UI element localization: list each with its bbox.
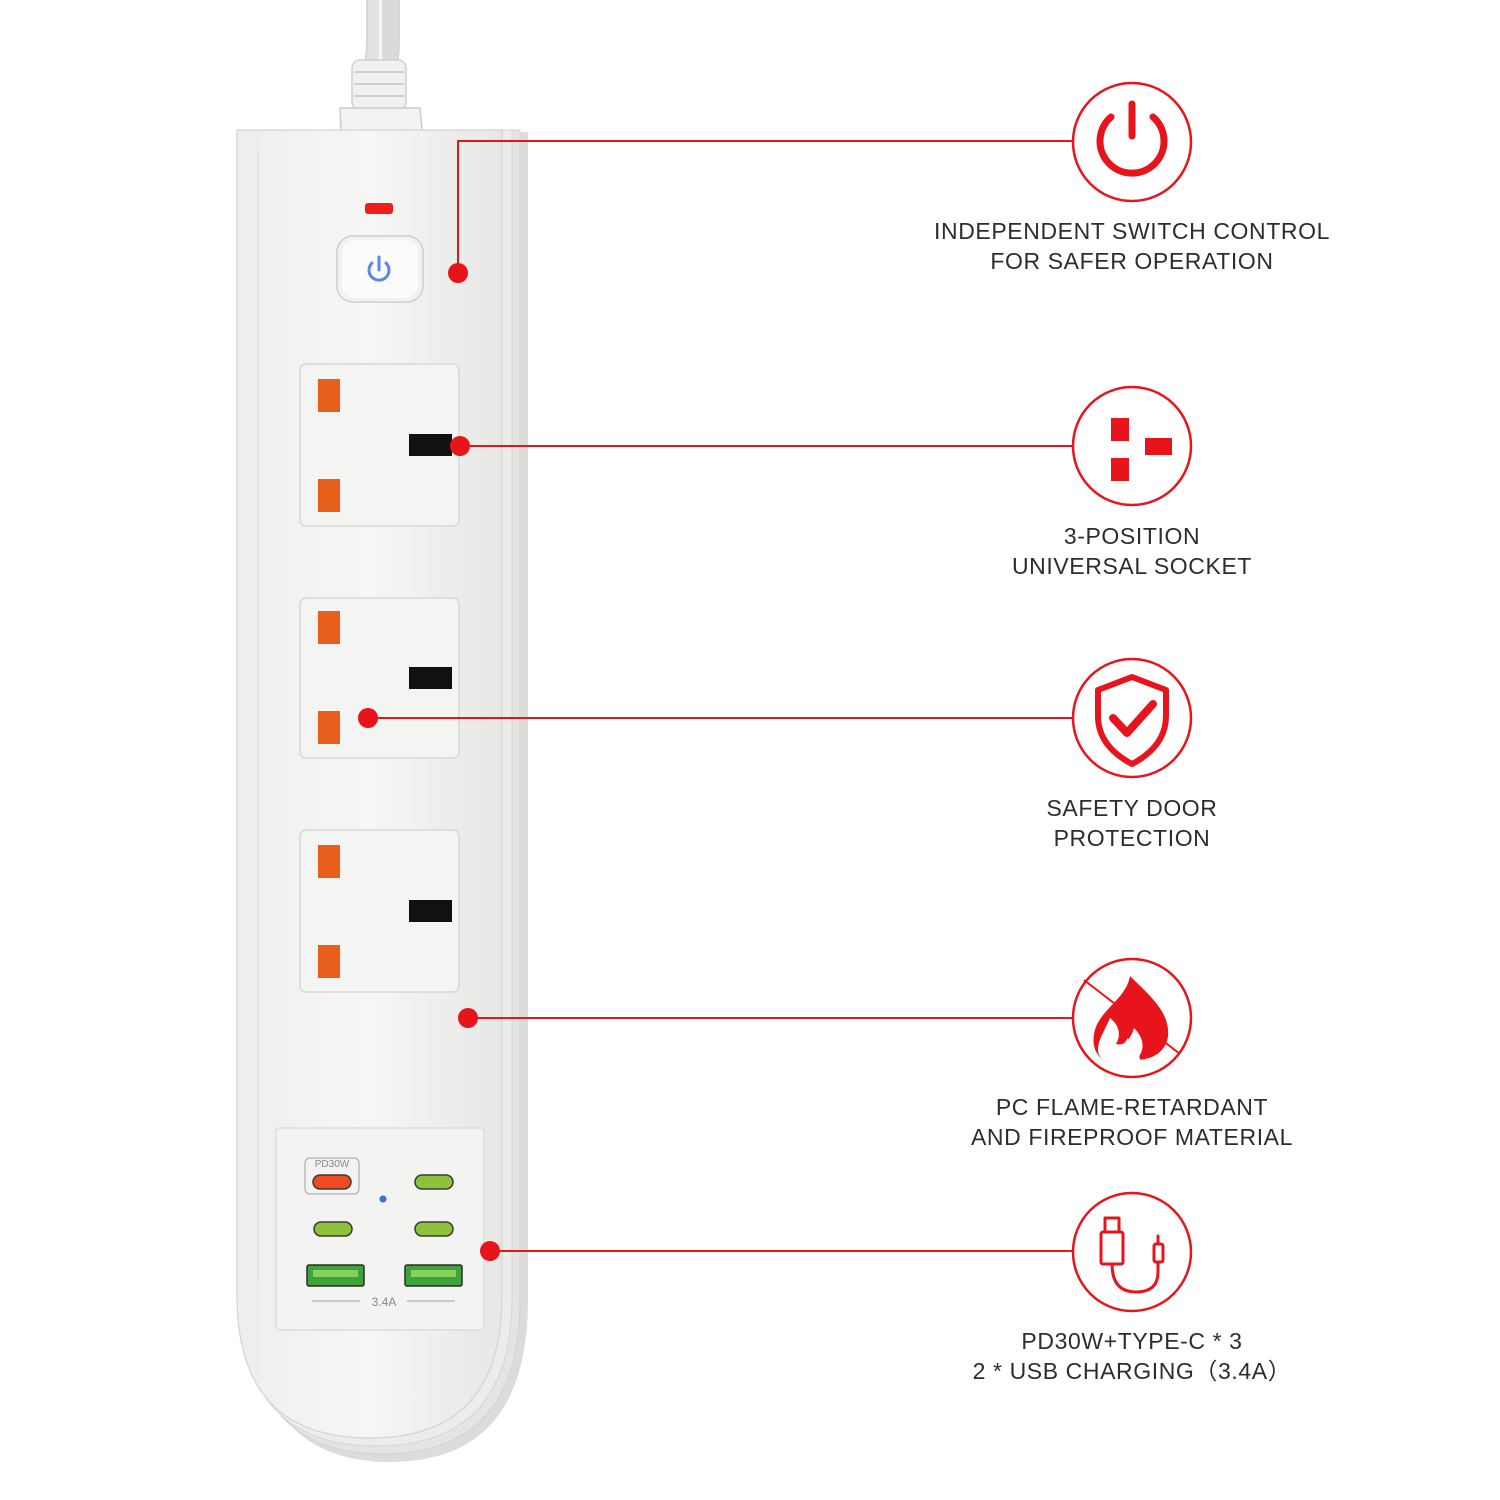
feature-icon-circle-1 — [1071, 81, 1193, 203]
usb-c-port[interactable] — [414, 1221, 454, 1237]
socket-pin-hole — [318, 711, 340, 744]
socket-1[interactable] — [299, 363, 460, 527]
pd30w-label: PD30W — [315, 1159, 350, 1170]
callout-line-switch — [457, 140, 1074, 273]
feature-line-1: SAFETY DOOR — [1046, 795, 1218, 821]
callout-dots — [358, 263, 500, 1261]
switch-power-icon — [367, 255, 391, 282]
socket-2[interactable] — [299, 597, 460, 759]
socket-pin-hole — [318, 945, 340, 978]
feature-icon-circle-5 — [1071, 1191, 1193, 1313]
power-switch-button[interactable] — [336, 235, 424, 303]
feature-line-2: PROTECTION — [1053, 825, 1211, 851]
feature-icon-circle-2 — [1071, 385, 1193, 507]
callout-dot — [458, 1008, 478, 1028]
callout-dot — [480, 1241, 500, 1261]
usb-indicator-light — [379, 1195, 387, 1203]
no-fire-icon — [1083, 976, 1181, 1062]
feature-line-2: UNIVERSAL SOCKET — [1011, 553, 1253, 579]
usb-c-port[interactable] — [313, 1221, 353, 1237]
socket-pin-hole — [318, 611, 340, 644]
feature-text-switch: INDEPENDENT SWITCH CONTROL FOR SAFER OPE… — [880, 216, 1384, 276]
feature-line-1: INDEPENDENT SWITCH CONTROL — [934, 218, 1330, 244]
usb-c-port-pd[interactable] — [312, 1174, 352, 1190]
indicator-light — [365, 203, 393, 214]
callout-dot — [448, 263, 468, 283]
feature-line-2: FOR SAFER OPERATION — [990, 248, 1274, 274]
callout-dot — [358, 708, 378, 728]
feature-line-2: AND FIREPROOF MATERIAL — [970, 1124, 1294, 1150]
socket-pin-hole — [318, 479, 340, 512]
socket-pin-hole — [318, 379, 340, 412]
feature-text-safety: SAFETY DOOR PROTECTION — [880, 793, 1384, 853]
feature-line-2: 2 * USB CHARGING（3.4A） — [972, 1358, 1292, 1384]
usb-charging-panel: PD30W 3.4A — [275, 1127, 485, 1331]
socket-earth-hole — [409, 900, 452, 922]
power-icon — [1096, 100, 1168, 177]
pd30w-label-frame — [304, 1157, 360, 1195]
feature-text-socket: 3-POSITION UNIVERSAL SOCKET — [880, 521, 1384, 581]
feature-text-fireproof: PC FLAME-RETARDANT AND FIREPROOF MATERIA… — [880, 1092, 1384, 1152]
socket-earth-hole — [409, 667, 452, 689]
callout-lines — [368, 140, 1074, 1252]
feature-line-1: PC FLAME-RETARDANT — [995, 1094, 1269, 1120]
usb-c-port[interactable] — [414, 1174, 454, 1190]
callout-dot — [450, 436, 470, 456]
socket-3[interactable] — [299, 829, 460, 993]
shield-check-icon — [1095, 674, 1169, 767]
socket-icon — [1111, 418, 1172, 481]
feature-line-1: 3-POSITION — [1063, 523, 1201, 549]
feature-line-1: PD30W+TYPE-C * 3 — [1021, 1328, 1243, 1354]
feature-icon-circle-3 — [1071, 657, 1193, 779]
power-cable — [339, 0, 425, 151]
usb-rating-label: 3.4A — [372, 1295, 397, 1309]
usb-cable-icon — [1099, 1216, 1165, 1294]
socket-pin-hole — [318, 845, 340, 878]
feature-text-usb: PD30W+TYPE-C * 3 2 * USB CHARGING（3.4A） — [880, 1326, 1384, 1386]
feature-icon-circle-4 — [1071, 957, 1193, 1079]
socket-earth-hole — [409, 434, 452, 456]
